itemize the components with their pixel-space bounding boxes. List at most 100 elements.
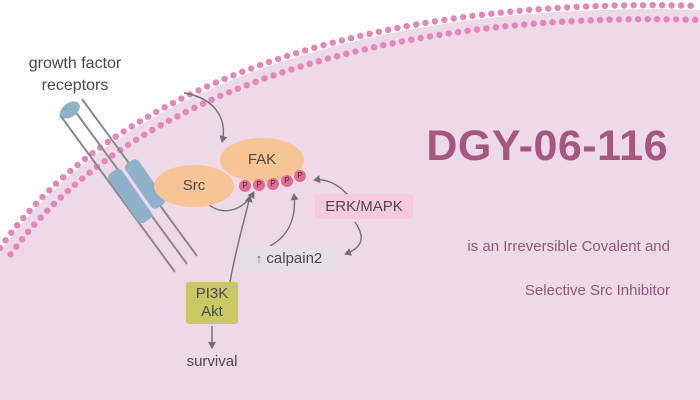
membrane-dot	[132, 136, 140, 143]
membrane-dot	[124, 141, 132, 149]
membrane-dot	[20, 214, 27, 222]
membrane-dot	[431, 18, 439, 25]
membrane-dot	[306, 60, 313, 67]
receptor-segment-left	[108, 168, 152, 224]
membrane-dot	[454, 28, 462, 36]
membrane-dot	[44, 207, 51, 214]
membrane-dot	[57, 194, 64, 201]
subtitle-line-1: is an Irreversible Covalent and	[467, 238, 670, 255]
src-node	[154, 165, 234, 207]
membrane-dot	[333, 53, 341, 60]
membrane-dot	[338, 37, 346, 44]
membrane-dot	[212, 79, 220, 86]
calpain2-up-arrow-icon: ↑	[255, 251, 263, 266]
membrane-dot	[39, 193, 46, 201]
membrane-dot	[611, 2, 618, 9]
phospho-site	[281, 175, 293, 187]
membrane-dot	[195, 87, 202, 94]
membrane-dot	[324, 55, 332, 62]
phospho-site	[267, 178, 279, 190]
membrane-dot	[521, 21, 528, 28]
membrane-dot	[191, 104, 198, 112]
growth-factor-receptors	[59, 98, 198, 273]
membrane-dot	[413, 21, 420, 28]
membrane-dot	[526, 6, 533, 14]
membrane-dot	[573, 3, 580, 11]
membrane-dot	[13, 243, 20, 250]
phospho-label: P	[256, 180, 262, 189]
membrane-dot	[450, 15, 457, 22]
membrane-dot	[165, 117, 173, 124]
membrane-dot	[101, 157, 108, 165]
membrane-dot	[687, 2, 694, 9]
membrane-dot	[141, 131, 148, 138]
membrane-dot	[535, 6, 542, 13]
membrane-dot	[677, 2, 685, 9]
membrane-dot	[587, 17, 594, 24]
membrane-dot	[37, 214, 44, 221]
fak-node	[220, 138, 304, 182]
membrane-dot	[153, 108, 160, 116]
membrane-dot	[366, 30, 373, 37]
membrane-dot	[601, 2, 609, 9]
membrane-dot	[89, 150, 96, 157]
membrane-dot	[26, 207, 33, 214]
survival-label: survival	[186, 353, 238, 370]
membrane-dot	[274, 55, 282, 63]
membrane-dot	[582, 3, 590, 10]
akt-label: Akt	[201, 303, 223, 320]
membrane-dot	[502, 23, 509, 30]
membrane-dot	[112, 133, 119, 140]
membrane-dot	[252, 78, 259, 86]
receptor-label-line1: growth factor	[28, 55, 122, 72]
membrane-dot	[204, 83, 211, 90]
membrane-dot	[136, 118, 143, 125]
membrane-dot	[104, 138, 112, 146]
arrow-receptor-to-fak	[183, 92, 228, 143]
phospho-sites	[239, 170, 306, 192]
membrane-dot	[71, 181, 79, 188]
membrane-dot	[217, 92, 224, 100]
membrane-dot	[357, 32, 364, 40]
membrane-dot	[630, 1, 637, 9]
membrane-dot	[436, 31, 443, 39]
membrane-dot	[265, 58, 273, 66]
membrane-dot	[279, 69, 286, 76]
membrane-dot	[441, 16, 448, 24]
erk-mapk-label: ERK/MAPK	[325, 198, 403, 215]
membrane-dot	[225, 89, 233, 96]
membrane-dot	[182, 108, 189, 116]
receptor-label-line2: receptors	[41, 77, 109, 94]
membrane-dot	[398, 38, 406, 45]
membrane-dot	[329, 39, 336, 46]
membrane-dot	[320, 42, 327, 49]
membrane-dot	[46, 187, 53, 194]
membrane-dot	[352, 48, 359, 55]
calpain2-node	[240, 246, 338, 271]
membrane-dot	[64, 187, 72, 195]
membrane-dot	[563, 4, 571, 11]
membrane-dot	[157, 122, 164, 129]
membrane-dot	[288, 66, 295, 73]
membrane-dot	[178, 95, 185, 102]
membrane-dot	[530, 20, 537, 27]
phospho-site	[253, 179, 265, 191]
calpain2-label: ↑ calpain2	[240, 250, 338, 267]
membrane-dot	[634, 16, 642, 23]
membrane-dot	[606, 16, 613, 23]
membrane-dot	[128, 123, 135, 130]
pi3k-akt-node	[186, 282, 238, 324]
membrane-dot	[149, 126, 156, 134]
membrane-dot	[302, 47, 309, 54]
membrane-dot	[691, 16, 699, 23]
membrane-dot	[81, 155, 89, 163]
membrane-dot	[422, 19, 429, 27]
membrane-dot	[403, 23, 410, 30]
membrane-dot	[389, 40, 396, 47]
membrane-dot	[615, 16, 623, 23]
membrane-dot	[14, 222, 21, 229]
membrane-dot	[109, 152, 116, 159]
phospho-label: P	[242, 181, 248, 190]
